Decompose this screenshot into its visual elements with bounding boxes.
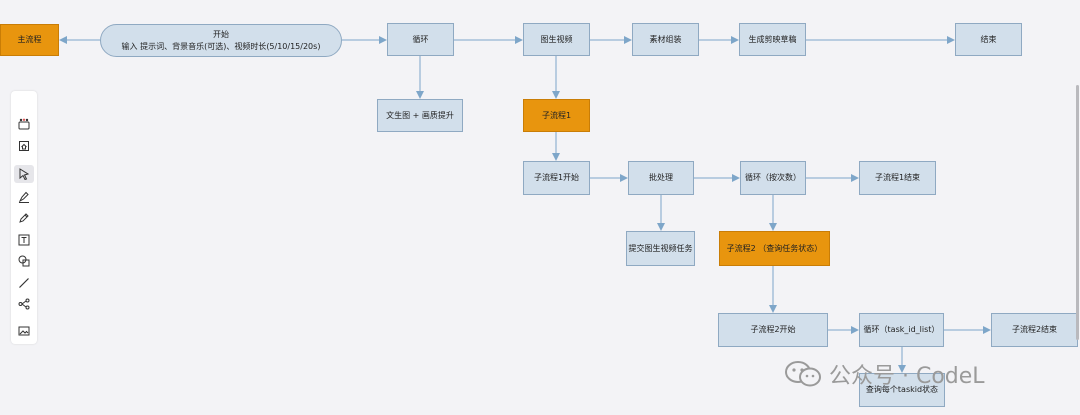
node-sub2-start[interactable]: 子流程2开始 xyxy=(718,313,828,347)
scrollbar[interactable] xyxy=(1076,85,1079,340)
node-loop-task[interactable]: 循环（task_id_list） xyxy=(859,313,944,347)
template-icon[interactable] xyxy=(14,115,34,133)
node-sub1-end[interactable]: 子流程1结束 xyxy=(859,161,936,195)
image-icon[interactable] xyxy=(14,322,34,340)
watermark-text: 公众号 · CodeL xyxy=(829,364,985,389)
node-submit-task[interactable]: 提交图生视频任务 xyxy=(626,231,695,266)
node-start-title: 开始 xyxy=(213,29,229,39)
node-draft[interactable]: 生成剪映草稿 xyxy=(739,23,806,56)
node-start-detail: 输入 提示词、背景音乐(可选)、视频时长(5/10/15/20s) xyxy=(121,41,321,51)
marker-icon[interactable] xyxy=(14,188,34,206)
wechat-icon xyxy=(785,361,821,387)
watermark: 公众号 · CodeL xyxy=(783,358,985,390)
node-sub2-end[interactable]: 子流程2结束 xyxy=(991,313,1078,347)
node-assemble[interactable]: 素材组装 xyxy=(632,23,699,56)
node-loop[interactable]: 循环 xyxy=(387,23,454,56)
node-loop-times[interactable]: 循环（按次数） xyxy=(740,161,806,195)
node-end[interactable]: 结束 xyxy=(955,23,1022,56)
shapes-icon[interactable] xyxy=(14,252,34,270)
node-txt2img[interactable]: 文生图 + 画质提升 xyxy=(377,99,463,132)
node-batch[interactable]: 批处理 xyxy=(628,161,694,195)
line-icon[interactable] xyxy=(14,274,34,292)
text-icon[interactable] xyxy=(14,231,34,249)
node-main-flow[interactable]: 主流程 xyxy=(0,24,59,56)
node-start[interactable]: 开始 输入 提示词、背景音乐(可选)、视频时长(5/10/15/20s) xyxy=(100,24,342,57)
mindmap-icon[interactable] xyxy=(14,295,34,313)
node-sub2[interactable]: 子流程2 （查询任务状态） xyxy=(719,231,830,266)
node-img2video[interactable]: 图生视频 xyxy=(523,23,590,56)
drawing-toolbar xyxy=(11,91,37,344)
home-icon[interactable] xyxy=(14,137,34,155)
pointer-icon[interactable] xyxy=(14,165,34,183)
pen-icon[interactable] xyxy=(14,209,34,227)
node-sub1[interactable]: 子流程1 xyxy=(523,99,590,132)
node-sub1-start[interactable]: 子流程1开始 xyxy=(523,161,590,195)
node-query-each[interactable]: 查询每个taskid状态 xyxy=(859,373,945,407)
